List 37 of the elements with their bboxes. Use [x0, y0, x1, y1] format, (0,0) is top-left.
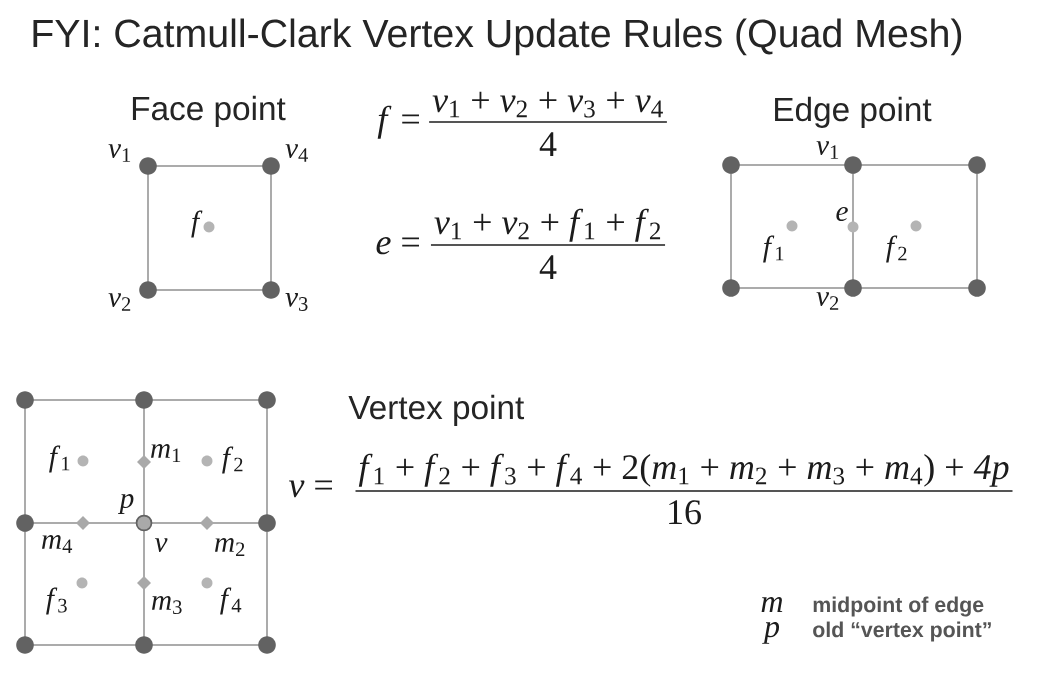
legend-text: old “vertex point” [813, 621, 991, 642]
equation-lhs: v = [288, 480, 332, 498]
denominator: 4 [539, 255, 557, 279]
point-label: f$_{1}$ [49, 445, 70, 473]
title: FYI: Catmull-Clark Vertex Update Rules (Quad Mesh) [33, 18, 962, 56]
denominator: 4 [539, 132, 557, 156]
point-label: v$_{3}$ [285, 293, 308, 311]
point-label: f$_{1}$ [763, 235, 784, 263]
point-label: v$_{1}$ [108, 144, 131, 162]
point-label: f$_{2}$ [222, 446, 243, 474]
panel-heading: Face point [132, 95, 286, 127]
legend-symbol: m [761, 596, 783, 612]
point-label: e [836, 206, 848, 222]
legend-symbol: p [762, 621, 780, 644]
point-label: v$_{4}$ [285, 144, 308, 162]
point-label: f$_{2}$ [886, 235, 907, 263]
point-label: p [117, 493, 134, 515]
numerator: f$_{1}$ + f$_{2}$ + f$_{3}$ + f$_{4}$ + 2(m$_{1}$ + m$_{2}$ + m$_{3}$ + m$_{4}$) + 4p [358, 453, 1009, 487]
point-label: v$_{2}$ [108, 293, 131, 311]
numerator: v$_{1}$ + v$_{2}$ + v$_{3}$ + v$_{4}$ [432, 91, 663, 118]
point-label: v$_{2}$ [816, 292, 839, 310]
point-label: v$_{1}$ [816, 141, 839, 159]
point-label: f [191, 210, 203, 238]
legend-text: midpoint of edge [813, 596, 984, 617]
numerator: v$_{1}$ + v$_{2}$ + f$_{1}$ + f$_{2}$ [434, 208, 661, 242]
panel-heading: Vertex point [348, 394, 524, 426]
point-label: m$_{3}$ [152, 595, 182, 615]
denominator: 16 [669, 500, 701, 525]
equation-lhs: e = [376, 237, 419, 255]
point-label: m$_{1}$ [151, 444, 181, 462]
point-label: f$_{3}$ [46, 587, 67, 615]
point-label: m$_{4}$ [42, 535, 73, 553]
point-label: f$_{4}$ [220, 587, 242, 615]
point-label: m$_{2}$ [215, 538, 245, 556]
panel-heading: Edge point [775, 96, 932, 128]
equation-lhs: f = [377, 105, 419, 139]
point-label: v [154, 538, 168, 552]
